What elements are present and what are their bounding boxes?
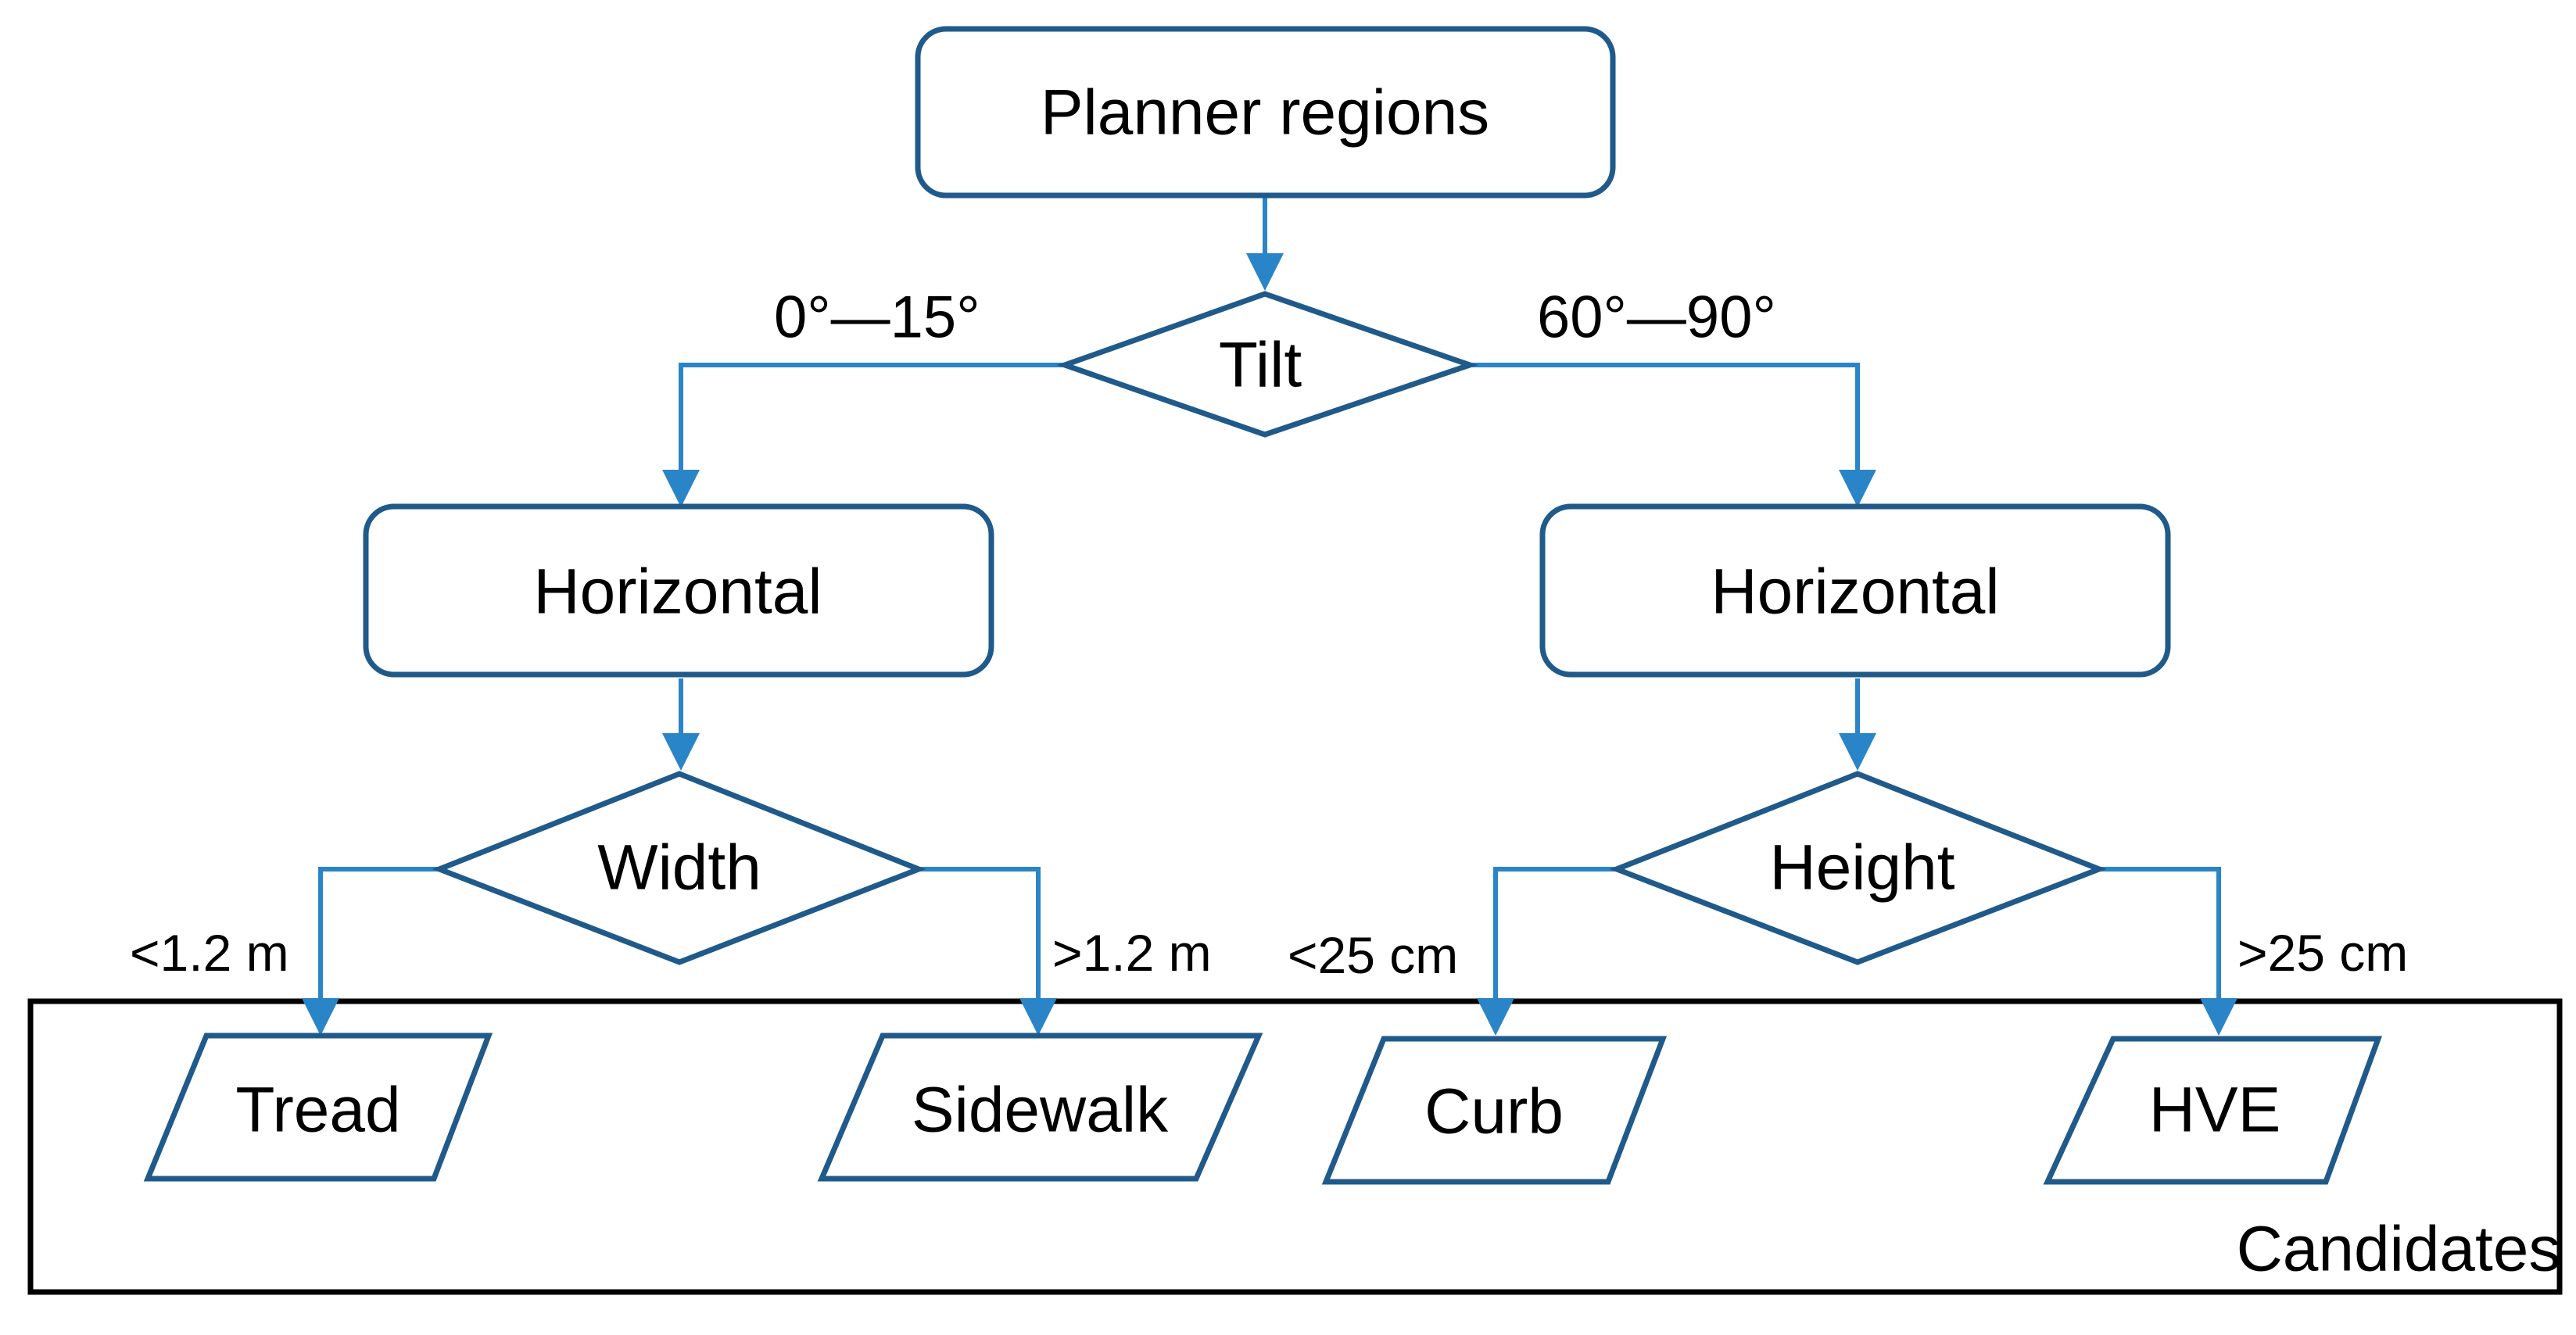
node-planner-regions xyxy=(915,26,1616,199)
output-hve xyxy=(2043,1036,2383,1185)
edge-width-to-sidewalk xyxy=(919,867,1057,1036)
node-horizontal-left xyxy=(363,503,994,678)
edge-height-to-hve xyxy=(2099,867,2237,1036)
candidates-label: Candidates xyxy=(2237,1214,2561,1285)
edge-label-height-low: <25 cm xyxy=(1288,926,1458,984)
node-planner-regions-label: Planner regions xyxy=(1041,77,1489,149)
candidates-frame xyxy=(27,998,2563,1295)
output-curb xyxy=(1321,1036,1668,1185)
edge-width-to-tread xyxy=(302,867,439,1036)
edge-label-width-high: >1.2 m xyxy=(1052,924,1212,982)
decision-tilt xyxy=(1056,291,1478,438)
output-sidewalk xyxy=(817,1033,1263,1182)
decision-height xyxy=(1609,771,2107,965)
edge-tilt-to-horizontal-left xyxy=(662,363,1065,507)
decision-width-label: Width xyxy=(597,832,761,904)
node-horizontal-right-label: Horizontal xyxy=(1711,557,1999,628)
output-tread-label: Tread xyxy=(235,1075,400,1146)
edge-label-height-high: >25 cm xyxy=(2237,924,2408,982)
output-hve-label: HVE xyxy=(2149,1075,2281,1146)
edge-label-tilt-low: 0°—15° xyxy=(774,285,980,351)
edge-label-width-low: <1.2 m xyxy=(130,924,289,982)
output-curb-label: Curb xyxy=(1424,1076,1564,1147)
decision-height-label: Height xyxy=(1769,832,1954,904)
output-sidewalk-label: Sidewalk xyxy=(912,1075,1169,1146)
edge-height-to-curb xyxy=(1477,867,1617,1036)
edge-tilt-to-horizontal-right xyxy=(1470,363,1876,507)
decision-width xyxy=(432,771,926,965)
edge-label-tilt-high: 60°—90° xyxy=(1537,285,1776,351)
output-tread xyxy=(143,1033,493,1182)
node-horizontal-right xyxy=(1539,503,2171,678)
decision-tilt-label: Tilt xyxy=(1219,330,1302,401)
node-horizontal-left-label: Horizontal xyxy=(533,557,822,628)
